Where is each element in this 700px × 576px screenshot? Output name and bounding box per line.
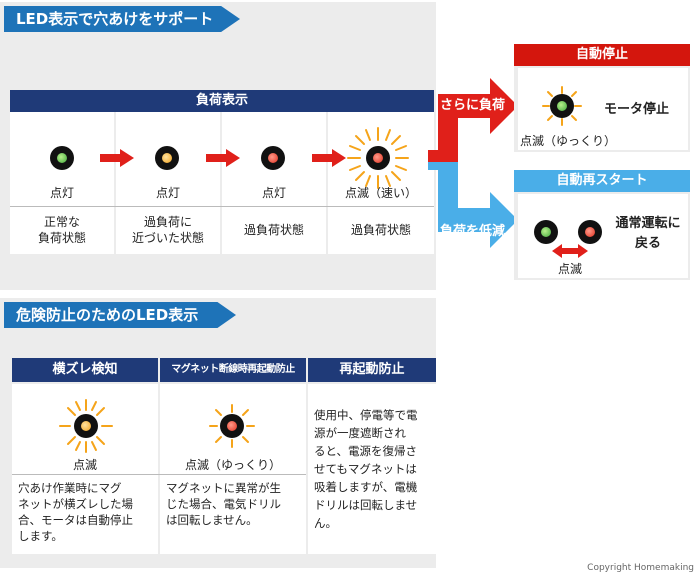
arrow-right-icon [100, 149, 134, 167]
auto-stop-header: 自動停止 [514, 44, 690, 66]
led-red-icon [261, 146, 285, 170]
arrow-up-label: さらに負荷 [440, 98, 506, 113]
divider [12, 474, 306, 475]
status-label: 点灯 [155, 186, 180, 200]
danger-status-2: 点滅（ゆっくり） [184, 458, 281, 472]
danger-column-3 [308, 384, 436, 554]
flash-burst-icon [542, 86, 582, 126]
auto-restart-header: 自動再スタート [514, 170, 690, 192]
led-orange-flash-icon [74, 414, 98, 438]
divider [10, 206, 434, 207]
flash-burst-icon [59, 399, 113, 453]
copyright-text: Copyright Homemaking [587, 563, 694, 573]
load-desc: 過負荷に 近づいた状態 [131, 215, 204, 245]
status-label: 点灯 [261, 186, 286, 200]
load-column-3 [222, 112, 326, 254]
auto-restart-result: 通常運転に 戻る [615, 216, 681, 251]
load-desc: 過負荷状態 [243, 223, 304, 237]
load-desc: 過負荷状態 [350, 223, 411, 237]
section1-title: LED表示で穴あけをサポート [4, 6, 240, 32]
auto-restart-status: 点滅 [557, 262, 582, 276]
auto-stop-status: 点滅（ゆっくり） [519, 134, 616, 148]
arrow-down-label: 負荷を低減 [440, 224, 506, 239]
danger-header-3: 再起動防止 [308, 358, 436, 382]
section2-title: 危険防止のためのLED表示 [4, 302, 236, 328]
status-label: 点灯 [49, 186, 74, 200]
danger-status-1: 点滅 [72, 458, 97, 472]
auto-stop-body [518, 68, 688, 150]
danger-column-2 [160, 384, 306, 554]
led-green-icon [550, 94, 574, 118]
led-red-flash-icon [220, 414, 244, 438]
danger-column-1 [12, 384, 158, 554]
danger-desc-2: マグネットに異常が生 じた場合、電気ドリル は回転しません。 [166, 481, 281, 527]
arrow-right-icon [206, 149, 240, 167]
load-column-2 [116, 112, 220, 254]
status-label: 点滅（速い） [344, 186, 417, 200]
led-red-icon [578, 220, 602, 244]
load-column-1 [10, 112, 114, 254]
load-header: 負荷表示 [10, 90, 434, 112]
double-arrow-icon [552, 244, 588, 258]
led-green-icon [50, 146, 74, 170]
danger-header-2: マグネット断線時再起動防止 [160, 358, 306, 382]
auto-stop-result: モータ停止 [604, 102, 670, 117]
flash-burst-icon [347, 127, 409, 189]
led-green-icon [534, 220, 558, 244]
load-desc: 正常な 負荷状態 [37, 215, 86, 245]
led-red-flash-icon [366, 146, 390, 170]
led-orange-icon [155, 146, 179, 170]
flash-burst-icon [209, 404, 255, 448]
danger-desc-1: 穴あけ作業時にマグ ネットが横ズレした場 合、モータは自動停止 します。 [18, 481, 133, 543]
arrow-right-icon [312, 149, 346, 167]
branch-arrows [428, 78, 518, 248]
load-column-4 [328, 112, 434, 254]
danger-header-1: 横ズレ検知 [12, 358, 158, 382]
danger-desc-3: 使用中、停電等で電 源が一度遮断され ると、電源を復帰さ せてもマグネットは 吸… [314, 408, 418, 530]
